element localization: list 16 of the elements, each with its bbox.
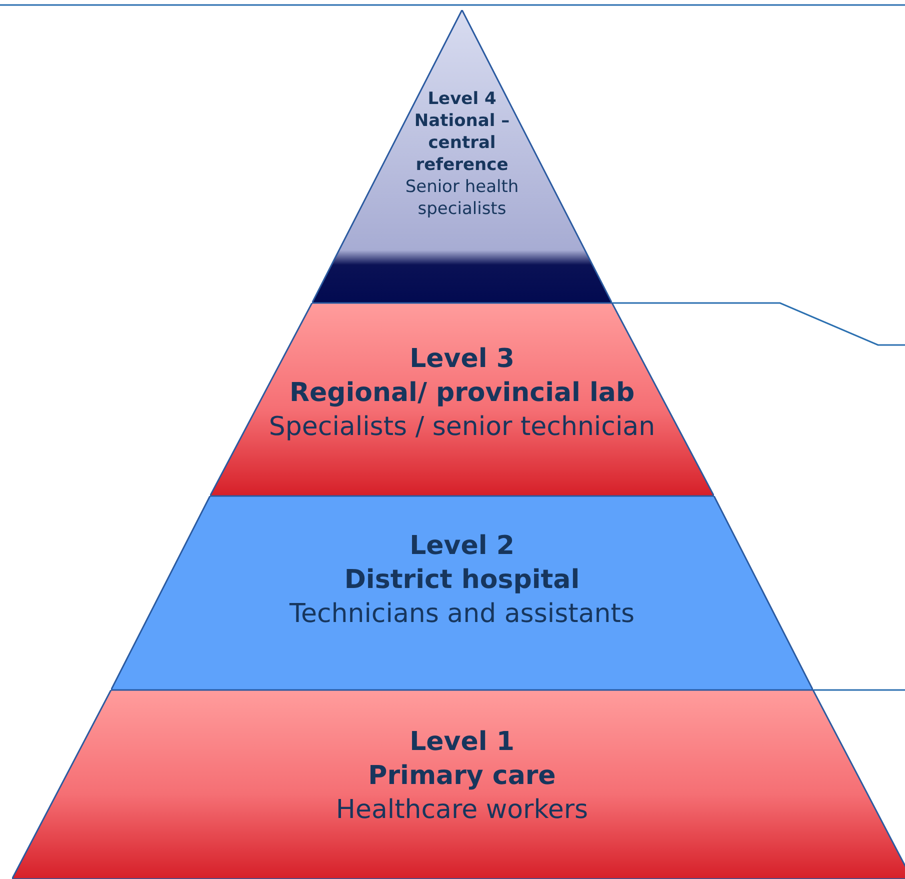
level-heading: Level 1 [410,726,514,759]
level-heading: Level 4 [428,88,496,110]
pyramid-tier [210,303,714,496]
staff-description: Healthcare workers [336,794,588,827]
staff-description: Technicians and assistants [290,598,634,631]
level-title: Regional/ provincial lab [289,376,635,410]
staff-description: Senior health specialists [404,176,520,221]
staff-description: Specialists / senior technician [268,410,656,444]
level-title: National – central reference [413,110,511,176]
level-title: District hospital [344,564,580,597]
level-heading: Level 3 [410,343,514,376]
level-heading: Level 2 [410,530,514,563]
pyramid-tier [111,496,813,690]
level-title: Primary care [368,760,556,793]
pyramid-tier [312,10,612,303]
pyramid-tier [12,690,905,879]
